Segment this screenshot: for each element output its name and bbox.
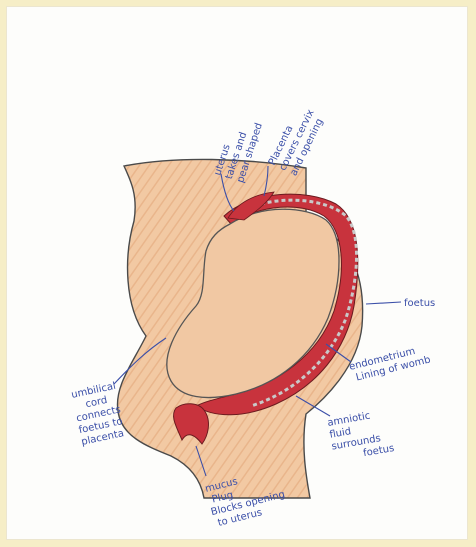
label-amniotic: amniotic fluid surrounds foetus xyxy=(327,407,395,464)
drawing-frame: uterus takes and pear shaped Placenta co… xyxy=(6,6,468,540)
label-foetus: foetus xyxy=(404,298,435,309)
label-endometrium: endometrium Lining of womb xyxy=(348,343,432,385)
pregnancy-diagram: uterus takes and pear shaped Placenta co… xyxy=(6,6,468,540)
leader-foetus xyxy=(366,302,401,304)
label-umbilical: umbilical cord connects foetus to placen… xyxy=(70,381,126,448)
label-foetus-line1: foetus xyxy=(404,298,435,309)
label-placenta: Placenta covers cervix and opening xyxy=(267,103,328,178)
